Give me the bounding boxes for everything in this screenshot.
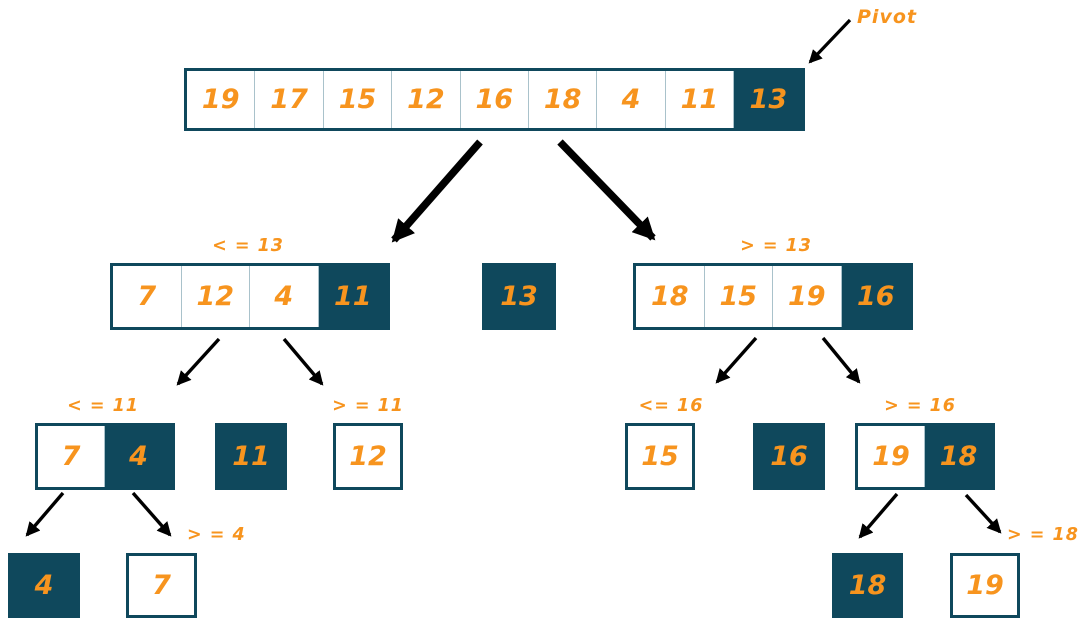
array-cell: 12 xyxy=(392,71,461,128)
partition-label-le11: < = 11 xyxy=(67,396,139,416)
left-partition-left-arrow xyxy=(176,337,221,386)
pivot-arrow xyxy=(808,18,852,64)
cell-7: 7 xyxy=(126,553,197,618)
array-cell-pivot: 16 xyxy=(841,266,910,327)
array-cell: 19 xyxy=(773,266,842,327)
partition-label-le16: <= 16 xyxy=(638,396,704,416)
left-partition-right-arrow xyxy=(282,337,324,386)
partition-label-ge13: > = 13 xyxy=(740,236,812,256)
array-cell: 11 xyxy=(665,71,735,128)
array-cell: 7 xyxy=(113,266,182,327)
array-cell: 18 xyxy=(528,71,598,128)
cell-4-placed: 4 xyxy=(8,553,80,618)
partition-label-ge16: > = 16 xyxy=(884,396,956,416)
cell-12: 12 xyxy=(333,423,403,490)
array-cell-pivot: 11 xyxy=(318,266,387,327)
array-cell: 15 xyxy=(704,266,773,327)
cell-16-placed: 16 xyxy=(753,423,825,490)
partition-label-ge18: > = 18 xyxy=(1007,525,1079,545)
array-cell: 19 xyxy=(858,426,925,487)
right-partition-right-arrow xyxy=(821,336,861,384)
cell-13-placed: 13 xyxy=(482,263,556,330)
array-cell-pivot: 4 xyxy=(105,426,172,487)
bottom-right-left-arrow xyxy=(858,492,899,539)
array-cell: 15 xyxy=(323,71,393,128)
array-level3-left: 7 4 xyxy=(35,423,175,490)
array-level2-right: 18 15 19 16 xyxy=(633,263,913,330)
partition-label-ge11: > = 11 xyxy=(332,396,404,416)
pivot-label: Pivot xyxy=(857,6,917,28)
cell-18-placed: 18 xyxy=(832,553,903,618)
split-right-thick-arrow xyxy=(557,139,656,241)
bottom-left-right-arrow xyxy=(131,491,172,537)
cell-11-placed: 11 xyxy=(215,423,287,490)
array-cell: 16 xyxy=(460,71,529,128)
array-level2-left: 7 12 4 11 xyxy=(110,263,390,330)
array-cell: 12 xyxy=(181,266,250,327)
bottom-left-left-arrow xyxy=(25,491,65,537)
array-level3-right: 19 18 xyxy=(855,423,995,490)
bottom-right-right-arrow xyxy=(964,493,1002,534)
array-cell: 19 xyxy=(187,71,256,128)
array-root: 19 17 15 12 16 18 4 11 13 xyxy=(184,68,805,131)
array-cell: 4 xyxy=(250,266,319,327)
split-left-thick-arrow xyxy=(391,139,483,243)
cell-15: 15 xyxy=(625,423,695,490)
array-cell: 18 xyxy=(636,266,705,327)
array-cell: 4 xyxy=(597,71,666,128)
array-cell: 17 xyxy=(255,71,324,128)
array-cell-pivot: 13 xyxy=(734,71,803,128)
right-partition-left-arrow xyxy=(715,336,758,384)
partition-label-le13: < = 13 xyxy=(212,236,284,256)
partition-label-ge4: > = 4 xyxy=(187,525,246,545)
cell-19: 19 xyxy=(950,553,1020,618)
array-cell-pivot: 18 xyxy=(925,426,992,487)
array-cell: 7 xyxy=(38,426,105,487)
